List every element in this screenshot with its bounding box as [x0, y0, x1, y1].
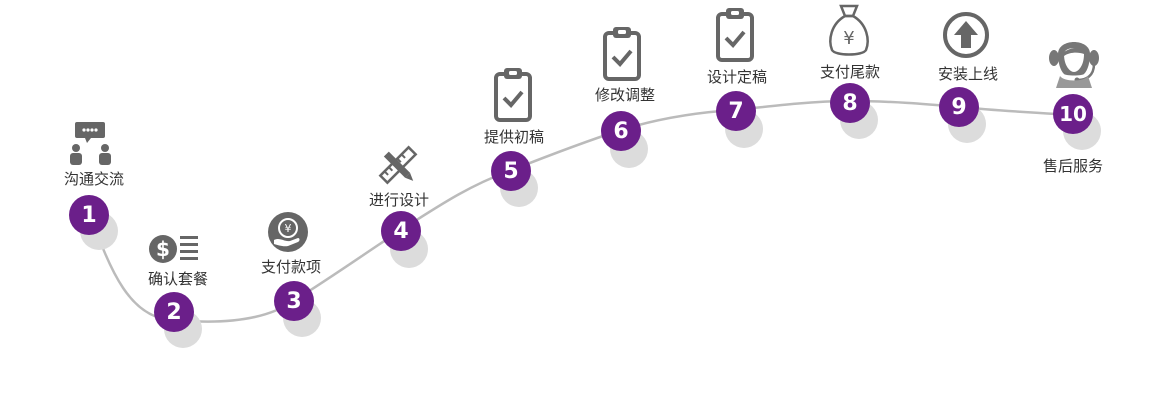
step-label-7: 设计定稿 [706, 68, 767, 86]
svg-text:¥: ¥ [843, 28, 854, 49]
step-number-1: 1 [69, 195, 109, 235]
step-label-4: 进行设计 [368, 191, 429, 209]
step-number-7: 7 [716, 91, 756, 131]
step-number-9: 9 [939, 87, 979, 127]
step-label-6: 修改调整 [594, 86, 655, 104]
money-bag-icon: ¥ [826, 2, 872, 62]
step-number-4: 4 [381, 211, 421, 251]
step-label-3: 支付款项 [260, 258, 321, 276]
svg-text:¥: ¥ [285, 222, 292, 235]
clipboard-check-icon [715, 6, 755, 66]
svg-text:$: $ [156, 237, 170, 261]
step-number-2: 2 [154, 292, 194, 332]
headset-agent-icon [1044, 32, 1104, 94]
step-number-6: 6 [601, 111, 641, 151]
step-number-5: 5 [491, 151, 531, 191]
step-label-2: 确认套餐 [147, 270, 208, 288]
step-label-10: 售后服务 [1042, 157, 1103, 175]
yen-hand-icon: ¥ [266, 211, 310, 257]
clipboard-check-icon [493, 66, 533, 126]
pencil-ruler-icon [374, 142, 422, 192]
step-label-5: 提供初稿 [483, 128, 544, 146]
step-label-8: 支付尾款 [819, 63, 880, 81]
clipboard-check-icon [602, 25, 642, 85]
upload-arrow-icon [942, 11, 990, 63]
step-label-1: 沟通交流 [63, 170, 124, 188]
step-number-8: 8 [830, 83, 870, 123]
step-number-3: 3 [274, 281, 314, 321]
chat-people-icon [67, 120, 113, 170]
dollar-list-icon: $ [148, 233, 200, 269]
step-number-10: 10 [1053, 94, 1093, 134]
step-label-9: 安装上线 [937, 65, 998, 83]
